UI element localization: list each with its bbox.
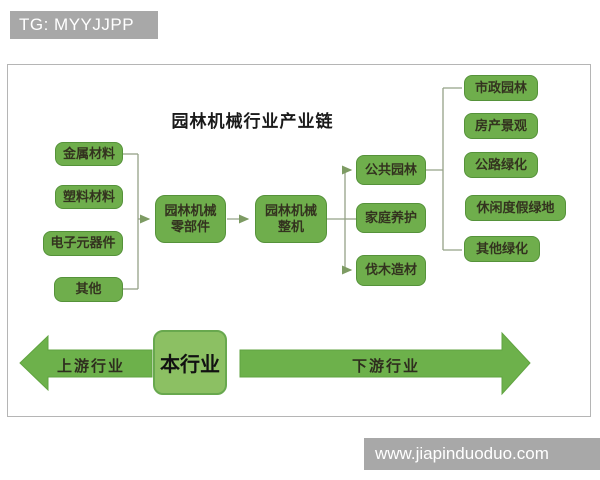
box-garden-machinery-parts: 园林机械 零部件 <box>155 195 226 243</box>
box-label: 塑料材料 <box>62 188 115 204</box>
box-label: 休闲度假绿地 <box>476 199 555 215</box>
bottom-watermark-banner: www.jiapinduoduo.com <box>364 438 600 470</box>
box-real-estate-landscape: 房产景观 <box>464 113 538 139</box>
box-label: 电子元器件 <box>50 235 116 251</box>
box-label: 房产景观 <box>474 117 527 133</box>
box-highway-greening: 公路绿化 <box>464 152 538 178</box>
box-home-care: 家庭养护 <box>356 203 426 233</box>
box-public-garden: 公共园林 <box>356 155 426 185</box>
box-label: 市政园林 <box>474 79 527 95</box>
box-metal-materials: 金属材料 <box>55 142 123 166</box>
box-label-line2: 整机 <box>277 219 304 234</box>
box-label: 其他绿化 <box>475 240 528 256</box>
box-logging: 伐木造材 <box>356 255 426 286</box>
box-label: 伐木造材 <box>364 262 417 278</box>
box-label: 公共园林 <box>364 161 417 177</box>
box-leisure-resort-greenspace: 休闲度假绿地 <box>465 195 566 221</box>
box-label-line1: 园林机械 <box>264 202 317 218</box>
top-watermark-text: TG: MYYJJPP <box>19 15 135 34</box>
box-label: 家庭养护 <box>364 209 417 225</box>
top-watermark-banner: TG: MYYJJPP <box>10 11 158 39</box>
box-municipal-garden: 市政园林 <box>464 75 538 101</box>
box-other-materials: 其他 <box>54 277 123 302</box>
box-label: 其他 <box>75 281 102 297</box>
box-other-greening: 其他绿化 <box>464 236 540 262</box>
upstream-industry-label: 上游行业 <box>57 358 126 375</box>
box-label-line2: 零部件 <box>170 219 210 234</box>
bottom-watermark-text: www.jiapinduoduo.com <box>375 444 549 463</box>
box-garden-machinery-whole: 园林机械 整机 <box>255 195 327 243</box>
downstream-industry-label: 下游行业 <box>352 358 421 375</box>
current-industry-label: 本行业 <box>160 354 220 376</box>
box-label-line1: 园林机械 <box>164 202 217 218</box>
diagram-title: 园林机械行业产业链 <box>171 112 334 131</box>
box-electronic-components: 电子元器件 <box>43 231 123 256</box>
box-label: 金属材料 <box>62 145 115 161</box>
box-plastic-materials: 塑料材料 <box>55 185 123 209</box>
current-industry-box: 本行业 <box>153 330 227 395</box>
box-label: 公路绿化 <box>474 156 527 172</box>
